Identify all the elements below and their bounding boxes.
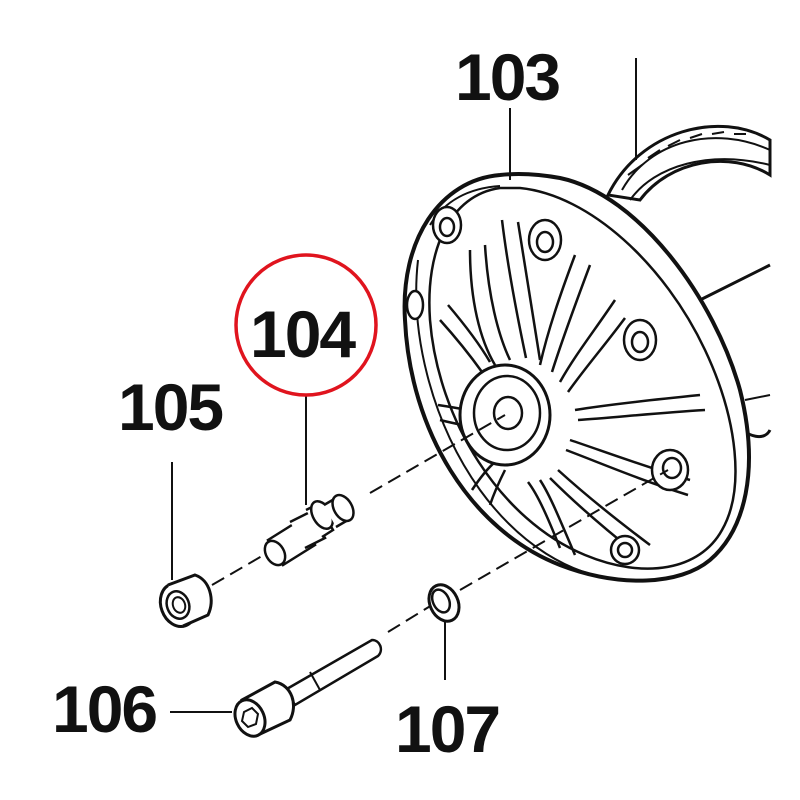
- part-105-nut[interactable]: [155, 573, 213, 631]
- back-ring: [605, 124, 772, 439]
- part-label-106: 106: [52, 672, 156, 746]
- part-label-105: 105: [118, 370, 222, 444]
- radial-grooves: [437, 219, 706, 556]
- bolt-bosses: [405, 205, 690, 566]
- dash-105: [211, 555, 263, 586]
- part-103-hub-housing[interactable]: [402, 124, 772, 583]
- part-label-103: 103: [455, 40, 559, 114]
- part-107-washer[interactable]: [423, 580, 464, 626]
- highlight-circle-104: [234, 253, 378, 397]
- dash-107: [459, 469, 669, 591]
- part-label-104: 104: [250, 297, 356, 371]
- part-106-screw[interactable]: [229, 638, 383, 741]
- dash-104: [369, 414, 506, 494]
- part-104-pin[interactable]: [261, 491, 358, 568]
- dash-106: [387, 604, 433, 633]
- part-label-107: 107: [395, 692, 499, 766]
